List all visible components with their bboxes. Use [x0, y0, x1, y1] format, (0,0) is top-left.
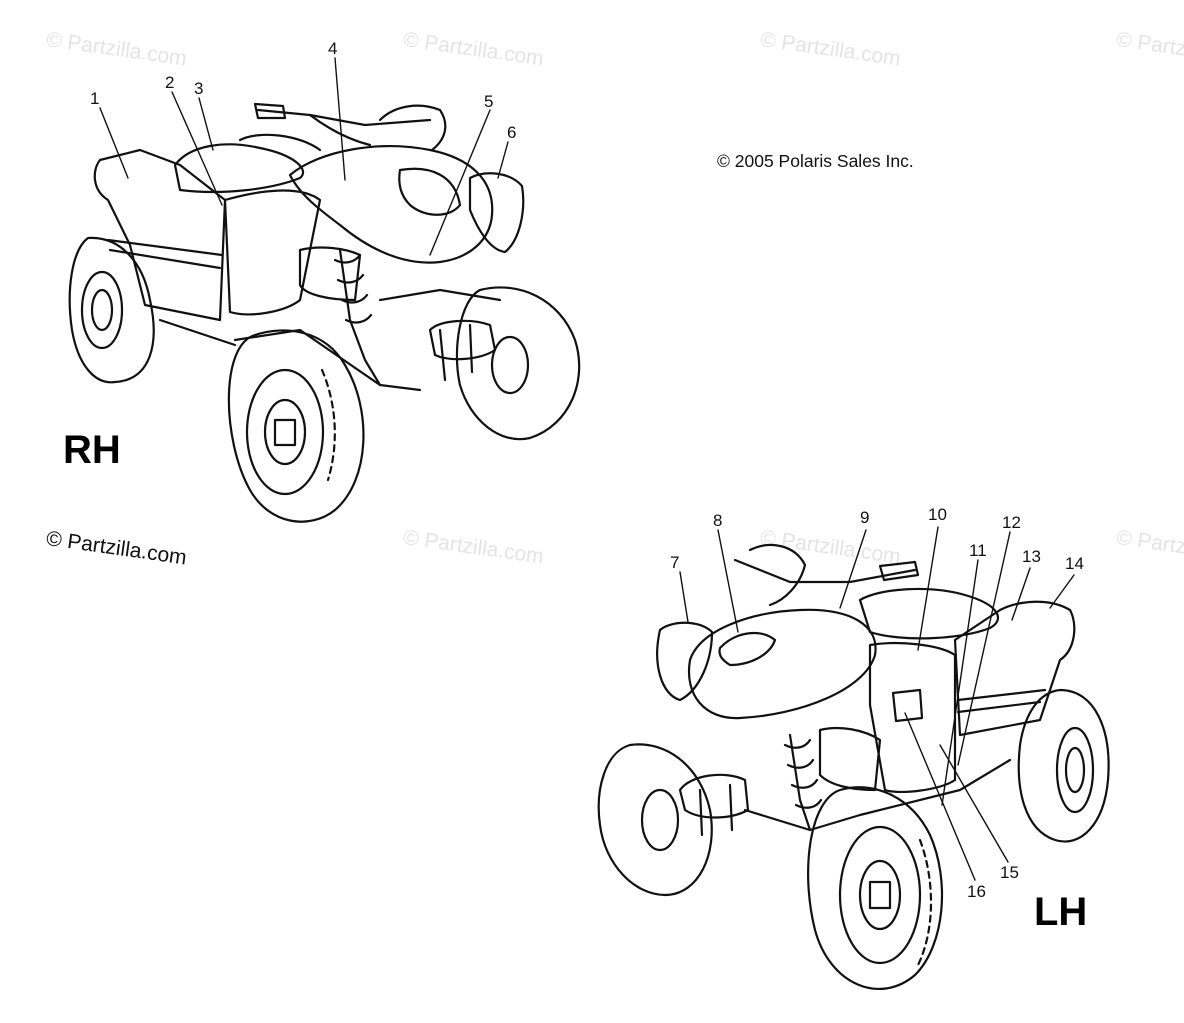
callout-10: 10: [928, 505, 947, 524]
callout-13: 13: [1022, 547, 1041, 566]
callout-leaders: [99, 57, 1075, 881]
rh-label: RH: [63, 428, 121, 472]
callout-1: 1: [90, 89, 100, 108]
atv-lh-view: [597, 543, 1110, 991]
callout-12: 12: [1002, 513, 1021, 532]
callout-4: 4: [328, 39, 338, 58]
callout-16: 16: [967, 882, 986, 901]
callout-5: 5: [484, 92, 494, 111]
callout-3: 3: [194, 79, 204, 98]
callout-6: 6: [507, 123, 517, 142]
atv-rh-view: [68, 102, 581, 523]
callout-8: 8: [713, 511, 723, 530]
callout-11: 11: [969, 541, 987, 560]
copyright-notice: © 2005 Polaris Sales Inc.: [717, 151, 914, 171]
callout-14: 14: [1065, 554, 1084, 573]
callout-15: 15: [1000, 863, 1019, 882]
callout-9: 9: [860, 508, 870, 527]
callout-2: 2: [165, 73, 175, 92]
lh-label: LH: [1034, 890, 1088, 934]
callout-7: 7: [670, 553, 680, 572]
